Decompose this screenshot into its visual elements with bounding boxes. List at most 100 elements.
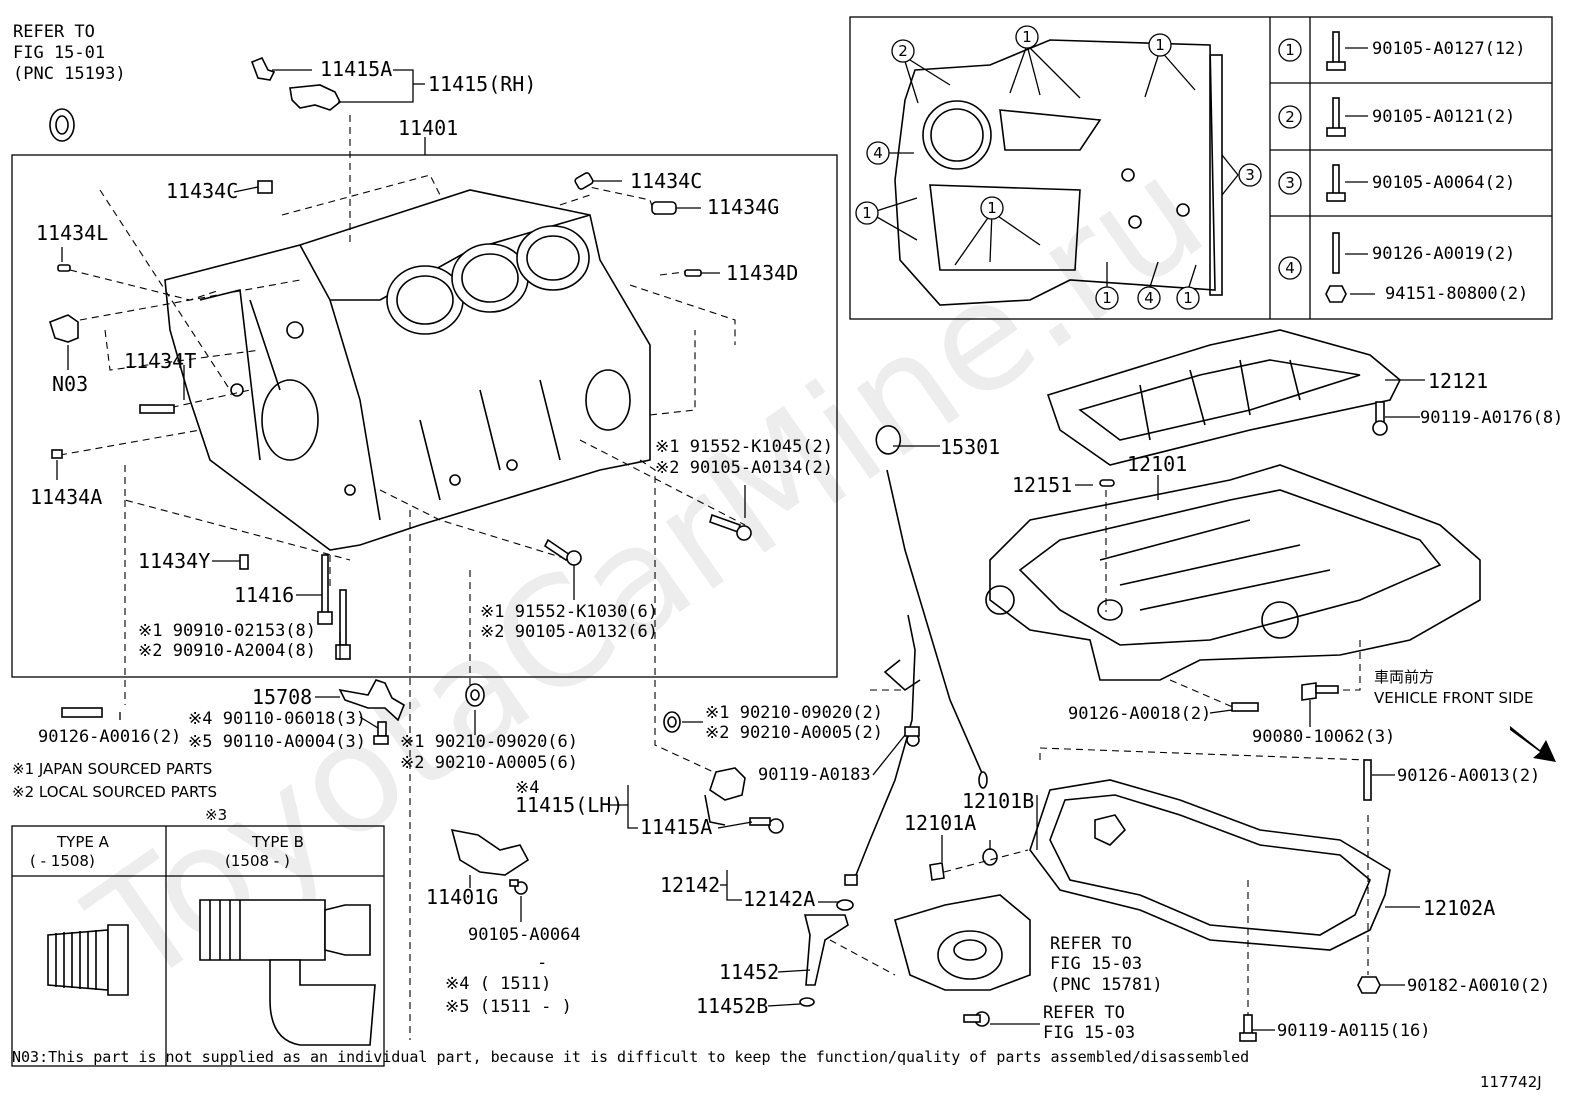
label-90210-A0005-6: ※2 90210-A0005(6) (400, 753, 578, 773)
label-refer-fig1501-l2: FIG 15-01 (13, 43, 105, 63)
legend-rows: 1 90105-A0127(12) 2 90105-A0121(2) 3 901… (1278, 38, 1528, 304)
inset-callout: 3 (1245, 166, 1255, 184)
note-4-range: ※4 ( 1511) (445, 974, 551, 994)
block-small-parts (49, 56, 784, 895)
label-90105-A0064: 90105-A0064 (468, 925, 581, 945)
note-3-mark: ※3 (205, 806, 227, 824)
note-japan-sourced: ※1 JAPAN SOURCED PARTS (12, 760, 212, 778)
label-90110-06018: ※4 90110-06018(3) (188, 709, 366, 729)
type-table: TYPE A ( - 1508) TYPE B (1508 - ) (11, 825, 385, 1067)
label-90210-09020-6: ※1 90210-09020(6) (400, 732, 578, 752)
block-labels: REFER TO FIG 15-01 (PNC 15193) 11415A 11… (12, 22, 883, 1017)
inset-callout: 1 (1022, 28, 1032, 46)
type-a-range: ( - 1508) (30, 852, 95, 870)
legend-part: 94151-80800(2) (1385, 284, 1528, 304)
label-11434T: 11434T (124, 349, 196, 373)
legend-part: 90126-A0019(2) (1372, 244, 1515, 264)
label-11434L: 11434L (36, 221, 108, 245)
label-11434C-right: 11434C (630, 169, 702, 193)
label-11415LH: 11415(LH) (515, 793, 623, 817)
label-12102A: 12102A (1423, 896, 1495, 920)
label-11434A: 11434A (30, 485, 102, 509)
label-refer-fig1503a-l3: (PNC 15781) (1050, 975, 1163, 995)
legend-part: 90105-A0127(12) (1372, 39, 1526, 59)
label-15708: 15708 (252, 685, 312, 709)
label-90119-A0115: 90119-A0115(16) (1277, 1021, 1431, 1041)
inset-callout: 1 (1102, 289, 1112, 307)
label-11416: 11416 (234, 583, 294, 607)
label-90210-A0005-2: ※2 90210-A0005(2) (705, 723, 883, 743)
inset-callout: 1 (987, 199, 997, 217)
label-90126-A0016: 90126-A0016(2) (38, 727, 181, 747)
label-90910-A2004: ※2 90910-A2004(8) (138, 641, 316, 661)
inset-callout: 1 (1183, 289, 1193, 307)
legend-part: 90105-A0064(2) (1372, 173, 1515, 193)
legend-num: 3 (1285, 174, 1295, 192)
label-90182-A0010: 90182-A0010(2) (1407, 976, 1550, 996)
label-91552-K1045: ※1 91552-K1045(2) (655, 437, 833, 457)
label-90105-A0134: ※2 90105-A0134(2) (655, 458, 833, 478)
label-11415A-top: 11415A (320, 57, 392, 81)
label-refer-fig1501-l3: (PNC 15193) (13, 64, 126, 84)
label-12101: 12101 (1127, 452, 1187, 476)
inset-callout-circles: 2 1 1 4 1 1 3 1 4 1 (855, 25, 1262, 310)
label-vehicle-en: VEHICLE FRONT SIDE (1374, 689, 1534, 707)
label-N03: N03 (52, 372, 88, 396)
label-91552-K1030: ※1 91552-K1030(6) (480, 602, 658, 622)
label-refer-fig1503b-l2: FIG 15-03 (1043, 1023, 1135, 1043)
note-4-mark: ※4 (515, 778, 539, 798)
label-90105-A0132: ※2 90105-A0132(6) (480, 622, 658, 642)
block-dashed-guides (59, 115, 746, 1040)
note-5-range: ※5 (1511 - ) (445, 997, 572, 1017)
label-12101A: 12101A (904, 811, 976, 835)
pan-labels: 12121 90119-A0176(8) 15301 12101 12151 9… (660, 369, 1563, 1043)
type-a-title: TYPE A (56, 833, 110, 851)
type-b-range: (1508 - ) (225, 852, 290, 870)
label-refer-fig1503a-l2: FIG 15-03 (1050, 954, 1142, 974)
label-11434D: 11434D (726, 261, 798, 285)
label-12101B: 12101B (962, 789, 1034, 813)
label-90210-09020-2: ※1 90210-09020(2) (705, 703, 883, 723)
label-11401G: 11401G (426, 885, 498, 909)
note-dash: - (537, 953, 547, 973)
label-refer-fig1503a-l1: REFER TO (1050, 934, 1132, 954)
footnote-n03: N03:This part is not supplied as an indi… (12, 1048, 1249, 1066)
label-90126-A0013: 90126-A0013(2) (1397, 766, 1540, 786)
label-refer-fig1503b-l1: REFER TO (1043, 1003, 1125, 1023)
legend-bolt-icons (1325, 31, 1375, 303)
label-11434Y: 11434Y (138, 549, 210, 573)
label-15301: 15301 (940, 435, 1000, 459)
label-refer-fig1501-l1: REFER TO (13, 22, 95, 42)
label-90119-A0176: 90119-A0176(8) (1420, 408, 1563, 428)
label-11434G: 11434G (707, 195, 779, 219)
note-local-sourced: ※2 LOCAL SOURCED PARTS (12, 783, 217, 801)
legend-num: 4 (1285, 259, 1295, 277)
vehicle-front-arrow-icon (1510, 726, 1556, 762)
label-12151: 12151 (1012, 473, 1072, 497)
inset-callout: 2 (898, 42, 908, 60)
inset-callout: 4 (873, 144, 883, 162)
label-90126-A0018: 90126-A0018(2) (1068, 704, 1211, 724)
label-11452B: 11452B (696, 994, 768, 1018)
label-11401: 11401 (398, 116, 458, 140)
figure-id: 117742J (1480, 1073, 1542, 1091)
label-90110-A0004: ※5 90110-A0004(3) (188, 732, 366, 752)
inset-callout: 1 (1155, 36, 1165, 54)
label-vehicle-jp: 車両前方 (1374, 668, 1434, 686)
legend-num: 1 (1285, 41, 1295, 59)
oil-pan-drawings (799, 329, 1556, 1042)
label-12142: 12142 (660, 873, 720, 897)
label-90910-02153: ※1 90910-02153(8) (138, 621, 316, 641)
label-11415RH: 11415(RH) (428, 72, 536, 96)
cylinder-block-drawing (164, 189, 651, 551)
label-11415A-bottom: 11415A (640, 815, 712, 839)
inset-callout: 4 (1144, 289, 1154, 307)
pan-leader-lines (720, 379, 1425, 1031)
inset-callout: 1 (862, 204, 872, 222)
legend-part: 90105-A0121(2) (1372, 107, 1515, 127)
legend-num: 2 (1285, 108, 1295, 126)
label-90119-A0183: 90119-A0183 (758, 765, 871, 785)
inset-bolt-view: 2 1 1 4 1 1 3 1 4 1 1 90105-A0127(12) 2 … (849, 16, 1553, 320)
